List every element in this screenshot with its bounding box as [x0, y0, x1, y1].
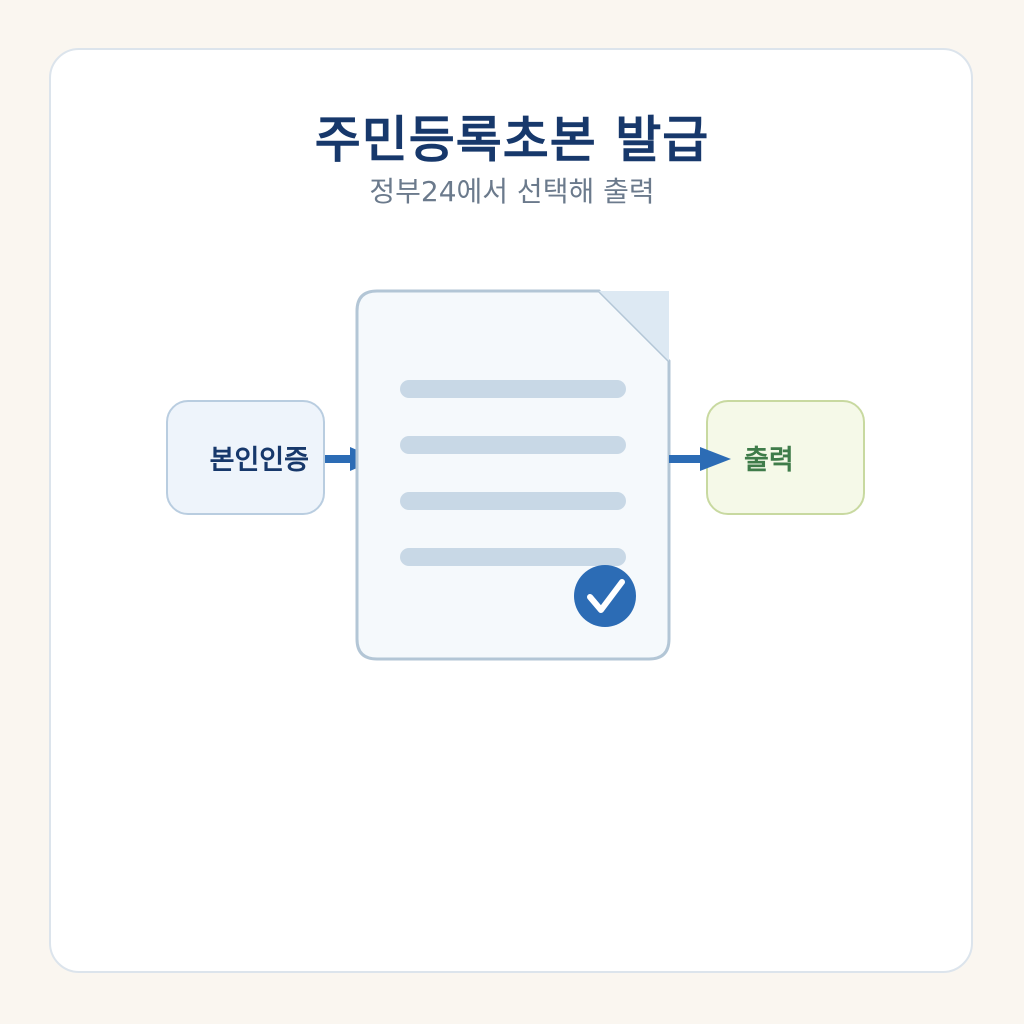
- document-icon: [355, 289, 671, 661]
- step-identity-verification: 본인인증: [166, 400, 325, 515]
- document-fold: [599, 291, 669, 361]
- page-title: 주민등록초본 발급: [314, 111, 710, 169]
- document-text-lines: [400, 380, 626, 566]
- check-circle-icon: [574, 565, 636, 627]
- page-subtitle: 정부24에서 선택해 출력: [369, 175, 655, 208]
- step-identity-verification-label: 본인인증: [209, 445, 309, 476]
- arrow-right-icon: [669, 447, 731, 471]
- step-print-label: 출력: [744, 445, 794, 476]
